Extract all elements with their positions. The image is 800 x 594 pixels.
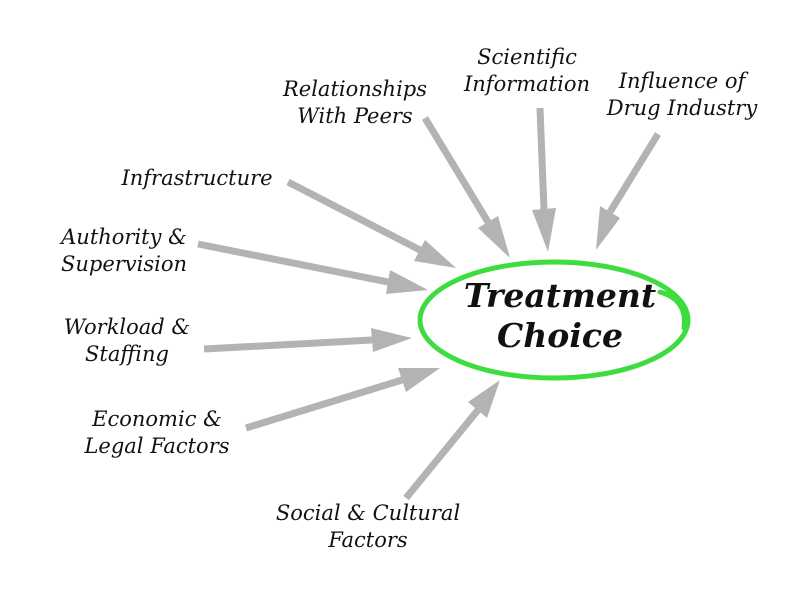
arrow-drug-industry [596,132,661,250]
factor-relationships-line2: With Peers [297,104,413,128]
factor-social: Social & Cultural Factors [258,500,478,554]
center-ring-tail [657,289,687,331]
factor-infrastructure: Infrastructure [114,165,280,192]
factor-authority: Authority & Supervision [46,224,202,278]
factor-social-line1: Social & Cultural [275,501,461,525]
factor-economic: Economic & Legal Factors [72,406,242,460]
factor-economic-line1: Economic & [92,407,222,431]
factor-workload: Workload & Staffing [52,314,202,368]
arrow-relationships [422,116,510,258]
center-title-line1: Treatment [463,276,657,315]
factor-scientific-line1: Scientific [477,45,577,69]
arrow-social [403,380,500,501]
factor-scientific-line2: Information [463,72,591,96]
factor-authority-line1: Authority & [61,225,187,249]
factor-drug-industry-line2: Drug Industry [606,96,758,120]
arrow-scientific [532,107,556,252]
factor-infrastructure-line1: Infrastructure [121,166,273,190]
arrow-infrastructure [286,178,456,268]
factor-relationships-line1: Relationships [282,77,428,101]
factor-drug-industry-line1: Influence of [618,69,746,93]
arrow-authority [197,240,428,294]
factor-workload-line1: Workload & [63,315,191,339]
factor-workload-line2: Staffing [85,342,169,366]
arrow-economic [244,368,440,432]
center-title: Treatment Choice [430,276,690,356]
factor-authority-line2: Supervision [60,252,188,276]
arrow-workload [203,328,412,353]
center-title-line2: Choice [497,316,623,355]
factor-scientific: Scientific Information [454,44,600,98]
center-ring [417,259,691,381]
factor-drug-industry: Influence of Drug Industry [596,68,768,122]
factor-social-line2: Factors [328,528,408,552]
factor-relationships: Relationships With Peers [272,76,438,130]
factor-economic-line2: Legal Factors [84,434,230,458]
